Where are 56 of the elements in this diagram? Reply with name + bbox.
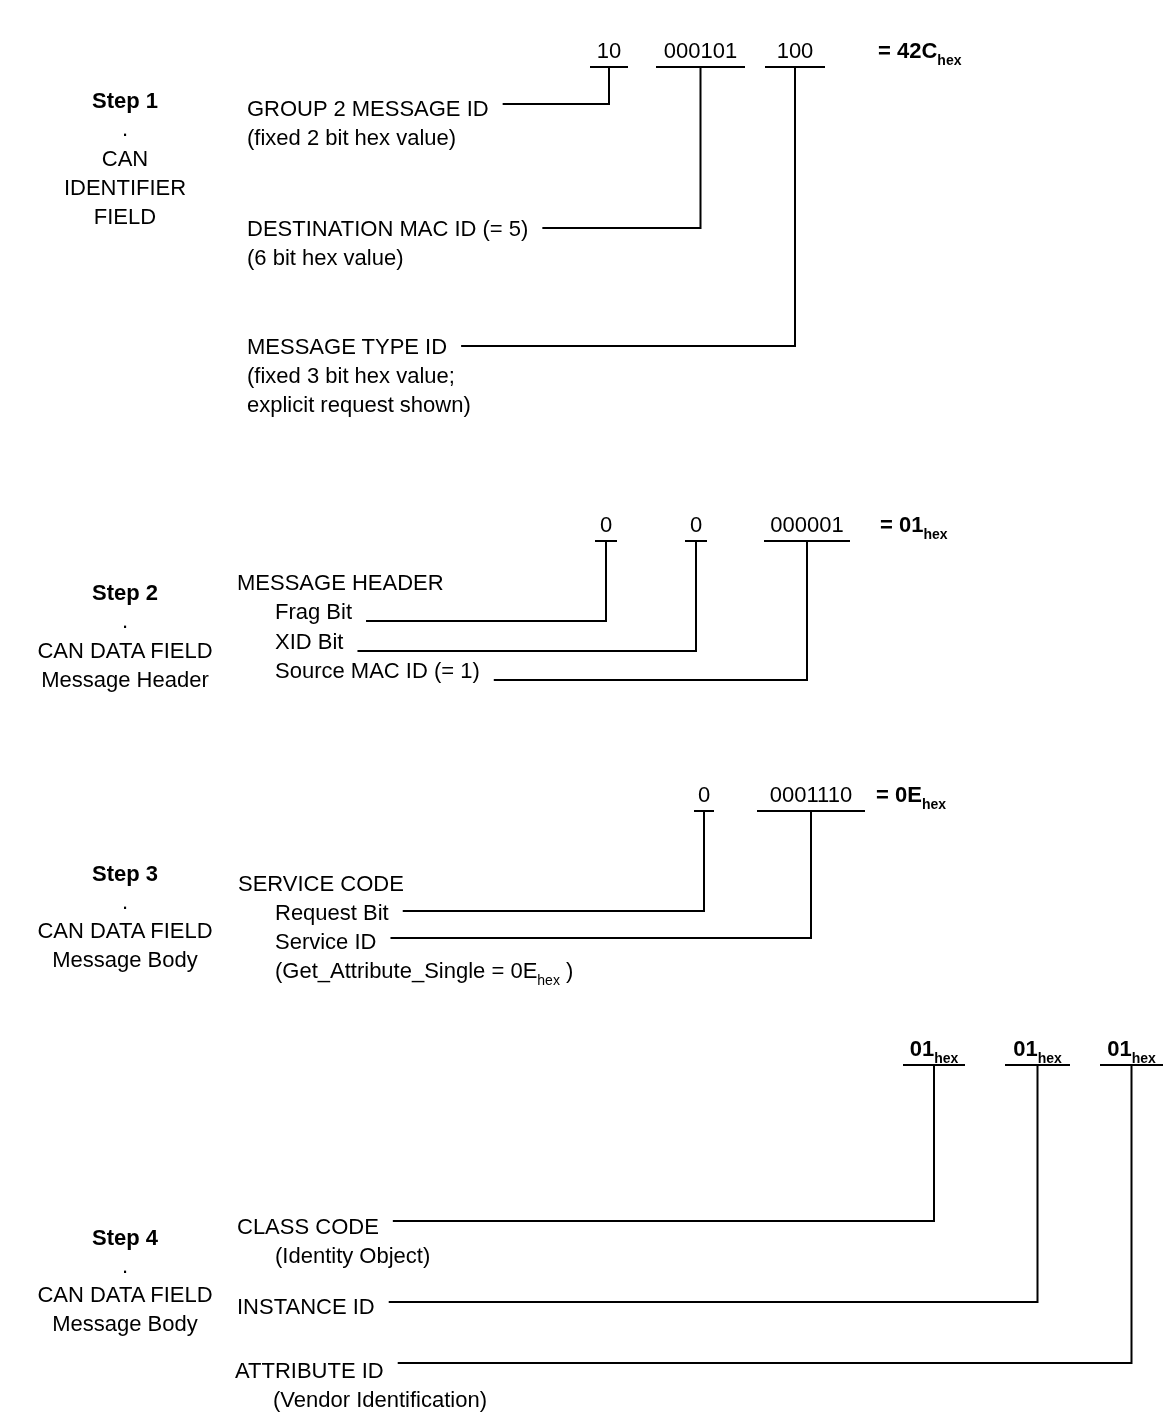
field-label: XID Bit [275, 627, 358, 656]
step-dot: . [120, 1252, 130, 1280]
field-description: (Vendor Identification) [273, 1386, 489, 1414]
field-label: Request Bit [275, 898, 403, 927]
bit-value: 0 [595, 510, 617, 542]
step-description: CAN DATA FIELD Message Body [36, 917, 214, 974]
bit-value: 0 [685, 510, 707, 542]
field-label: Source MAC ID (= 1) [275, 656, 494, 685]
bit-value: 000101 [656, 36, 745, 68]
leader-line [356, 541, 697, 652]
field-description: (fixed 2 bit hex value) [247, 124, 458, 152]
step-title: Step 3 [91, 860, 159, 888]
leader-line [501, 67, 610, 105]
step-title: Step 4 [91, 1224, 159, 1252]
field-description: (6 bit hex value) [247, 244, 405, 272]
bit-value: 01$_{hex}$ [1100, 1034, 1163, 1066]
field-label: INSTANCE ID [237, 1292, 389, 1321]
step-description: CAN IDENTIFIER FIELD [62, 145, 188, 231]
bit-value: 000001 [764, 510, 850, 542]
leader-line [396, 1065, 1133, 1364]
step-title: Step 2 [91, 579, 159, 607]
step-title: Step 1 [91, 87, 159, 115]
bit-value: 01$_{hex}$ [903, 1034, 965, 1066]
leader-line [492, 541, 808, 681]
field-label: MESSAGE TYPE ID [247, 333, 449, 361]
field-description: (fixed 3 bit hex value; explicit request shown) [247, 362, 472, 419]
leader-line [460, 67, 796, 347]
leader-line [401, 811, 705, 912]
leader-line [387, 1065, 1039, 1303]
leader-line [391, 1065, 935, 1222]
step-dot: . [120, 115, 130, 143]
field-description: (Get_Attribute_Single = 0E$_{hex}$ ) [275, 957, 575, 985]
field-label: Service ID [275, 928, 378, 956]
hex-result: = 42C$_{hex}$ [878, 37, 962, 65]
step-description: CAN DATA FIELD Message Header [36, 637, 214, 694]
leader-line [389, 811, 812, 939]
bit-value: 0 [694, 780, 714, 812]
field-label: CLASS CODE [237, 1213, 380, 1241]
leader-line [365, 541, 607, 622]
step-dot: . [120, 607, 130, 635]
bit-value: 01$_{hex}$ [1005, 1034, 1070, 1066]
leader-line [541, 67, 702, 229]
field-label: GROUP 2 MESSAGE ID [247, 95, 490, 123]
hex-result: = 0E$_{hex}$ [876, 781, 946, 809]
step-dot: . [120, 888, 130, 916]
field-description: (Identity Object) [275, 1242, 432, 1270]
step-description: CAN DATA FIELD Message Body [36, 1281, 214, 1338]
section-heading: SERVICE CODE [238, 870, 404, 898]
field-label: ATTRIBUTE ID [235, 1357, 385, 1385]
section-heading: MESSAGE HEADER [237, 569, 444, 597]
bit-value: 100 [765, 36, 825, 68]
field-label: DESTINATION MAC ID (= 5) [247, 215, 530, 243]
field-label: Frag Bit [275, 597, 367, 626]
bit-value: 10 [590, 36, 628, 68]
hex-result: = 01$_{hex}$ [880, 511, 948, 539]
bit-value: 0001110 [757, 780, 865, 812]
